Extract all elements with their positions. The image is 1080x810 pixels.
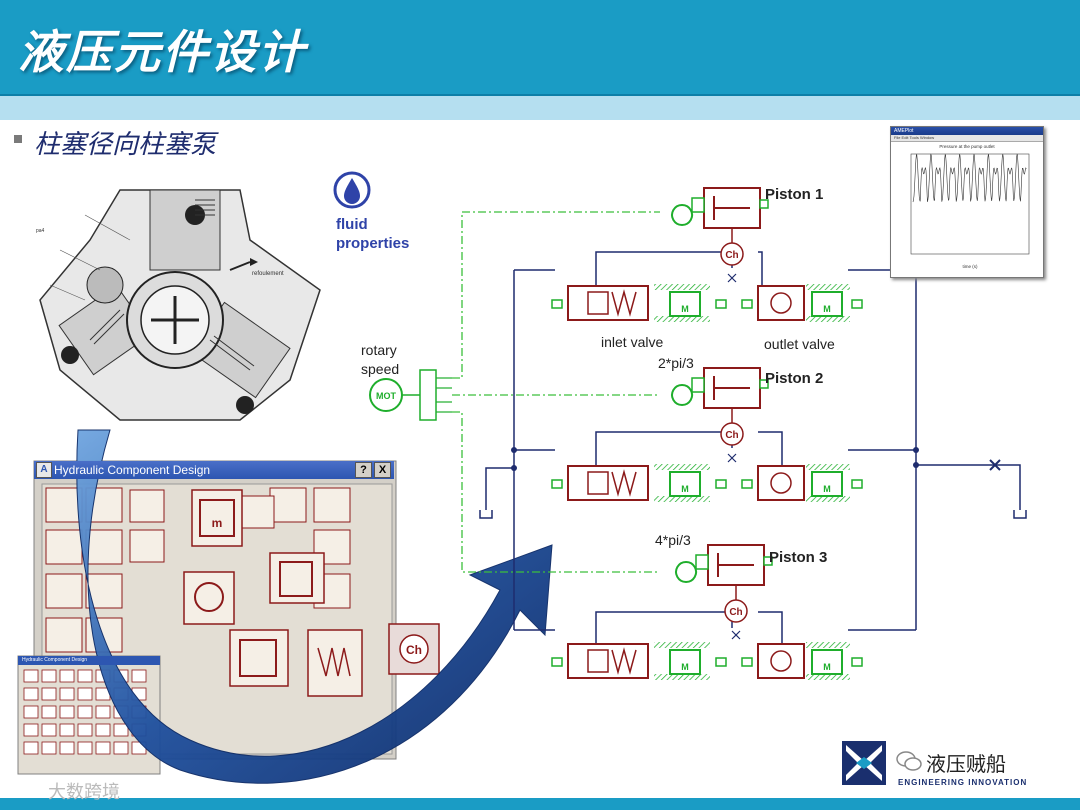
junction-dots xyxy=(511,447,919,471)
chamber-label: Ch xyxy=(729,607,742,618)
library-window-titlebar[interactable]: A Hydraulic Component Design ? X xyxy=(34,461,394,479)
mass-block-icon xyxy=(669,649,701,675)
piston-3-phase: 4*pi/3 xyxy=(655,532,691,548)
cam-icon xyxy=(671,384,694,406)
piston-2-label: Piston 2 xyxy=(765,370,824,387)
spring-icon xyxy=(611,469,637,497)
slide-subtitle: 柱塞径向柱塞泵 xyxy=(34,130,217,160)
app-icon: A xyxy=(36,462,52,478)
ball-valve-icon xyxy=(770,650,792,672)
header-divider xyxy=(0,94,1080,96)
pump-technical-drawing: refoulement pa4 xyxy=(36,180,326,430)
refoulement-label: refoulement xyxy=(252,271,284,277)
ball-valve-icon xyxy=(770,292,792,314)
lms-logo xyxy=(842,741,886,785)
mass-lower-label: m xyxy=(212,516,223,530)
plot-titlebar[interactable]: AMEPlot xyxy=(891,127,1043,135)
mass-label: M xyxy=(681,304,689,314)
piston-assembly-3: ChM M xyxy=(551,544,863,680)
piston-assembly-2: ChM M xyxy=(551,367,863,502)
cam-icon xyxy=(671,204,694,226)
spring-icon xyxy=(611,289,637,317)
rotary-label-line1: rotary xyxy=(361,342,397,358)
mass-block-icon xyxy=(811,291,843,317)
plot-xlabel: time (s) xyxy=(963,264,979,269)
signal-lines xyxy=(452,211,660,573)
fluid-label-line2: properties xyxy=(336,235,410,252)
cam-icon xyxy=(675,561,698,583)
plot-caption: Pressure at the pump outlet xyxy=(939,144,995,149)
piston-2-phase: 2*pi/3 xyxy=(658,355,694,371)
mass-label: M xyxy=(823,484,831,494)
mass-label: M xyxy=(823,304,831,314)
brand-name: 液压贼船 xyxy=(926,752,1006,776)
pressure-plot: time (s) xyxy=(910,153,1030,269)
mass-label: M xyxy=(681,662,689,672)
orifice-icon xyxy=(989,459,1001,471)
fluid-label-line1: fluid xyxy=(336,216,368,233)
tank-symbols xyxy=(479,510,1027,519)
piston-1-label: Piston 1 xyxy=(765,186,824,203)
watermark-text: 大数跨境 xyxy=(48,782,120,803)
piston-3-label: Piston 3 xyxy=(769,549,828,566)
header-stripe xyxy=(0,96,1080,120)
component-library-window: m Ch xyxy=(33,460,440,760)
fluid-properties-label: fluid properties xyxy=(336,215,409,253)
inlet-valve-label: inlet valve xyxy=(601,334,664,350)
hydraulic-lines xyxy=(485,230,1021,648)
mass-label: M xyxy=(823,662,831,672)
footer-bar xyxy=(0,798,1080,810)
small-window-titlebar[interactable]: Hydraulic Component Design xyxy=(18,656,160,665)
drawing-part-label: pa4 xyxy=(36,228,45,234)
slide-header xyxy=(0,0,1080,96)
page-title: 液压元件设计 xyxy=(18,25,306,79)
library-chamber-label: Ch xyxy=(406,643,422,657)
piston-assembly-1: ChM M xyxy=(551,187,863,322)
pressure-plot-window[interactable]: AMEPlot File Edit Tools Window Pressure … xyxy=(890,126,1044,278)
water-drop-icon xyxy=(333,171,371,209)
rotary-label-line2: speed xyxy=(361,361,400,377)
rotary-speed-motor: MOT xyxy=(369,369,452,421)
mass-block-icon xyxy=(811,471,843,497)
brand-tagline: ENGINEERING INNOVATION xyxy=(898,778,1028,787)
chamber-label: Ch xyxy=(725,430,738,441)
close-button[interactable]: X xyxy=(374,462,391,478)
bullet-icon xyxy=(14,135,22,143)
wechat-icon xyxy=(896,751,922,771)
library-window-title: Hydraulic Component Design xyxy=(54,463,211,477)
mass-label: M xyxy=(681,484,689,494)
mass-block-icon xyxy=(669,291,701,317)
plot-menubar[interactable]: File Edit Tools Window xyxy=(891,135,1043,142)
mass-block-icon xyxy=(811,649,843,675)
help-button[interactable]: ? xyxy=(355,462,372,478)
spring-icon xyxy=(611,647,637,675)
ball-valve-icon xyxy=(770,472,792,494)
mass-block-icon xyxy=(669,471,701,497)
outlet-valve-label: outlet valve xyxy=(764,336,835,352)
rotary-speed-label: rotary speed xyxy=(361,341,399,379)
motor-label: MOT xyxy=(376,391,396,401)
flow-arrow xyxy=(76,429,553,784)
chamber-label: Ch xyxy=(725,250,738,261)
